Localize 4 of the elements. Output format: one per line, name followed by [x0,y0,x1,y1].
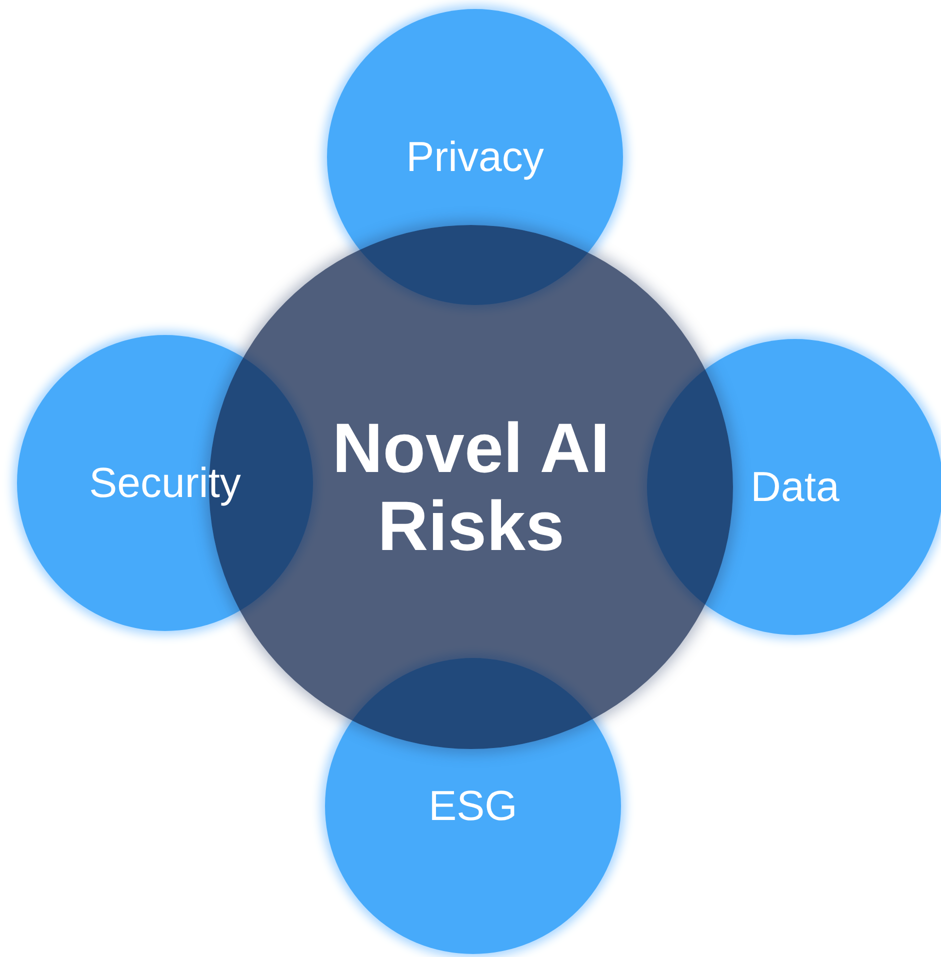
center-title: Novel AI Risks [331,408,611,566]
topic-label: ESG [428,782,518,830]
topic-label: Privacy [406,133,544,181]
topic-label: Data [750,463,840,511]
